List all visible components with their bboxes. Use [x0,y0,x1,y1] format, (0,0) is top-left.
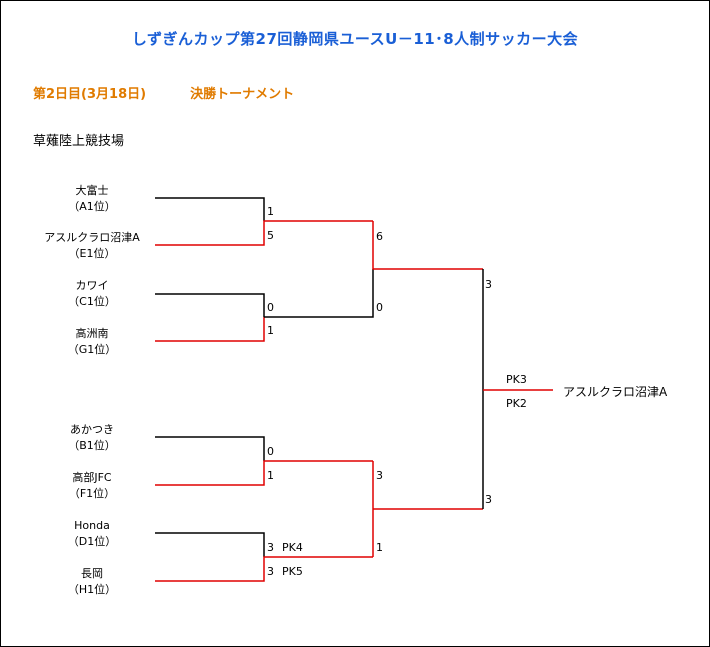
round-label: 決勝トーナメント [190,87,295,102]
team-name: 高洲南 [75,327,109,340]
score-takabe: 1 [267,469,274,482]
subtitle: 第2日目(3月18日) 決勝トーナメント [33,83,294,102]
score-nagaoka: 3 [267,565,274,578]
team-seed: （B1位） [68,439,116,452]
team-seed: （H1位） [67,583,117,596]
team-seed: （E1位） [68,247,116,260]
team-seed: （F1位） [68,487,116,500]
score-takasuminami: 1 [267,324,274,337]
team-takasuminami: 高洲南 （G1位） [27,326,157,358]
score-semi-numazu: 6 [376,230,383,243]
score-akatsuki: 0 [267,445,274,458]
team-seed: （D1位） [67,535,117,548]
line-takasuminami-r2 [264,269,374,318]
team-ofuji: 大富士 （A1位） [27,183,157,215]
team-numazu: アスルクラロ沼津A （E1位） [27,230,157,262]
score-kawai: 0 [267,301,274,314]
team-seed: （C1位） [68,295,116,308]
score-semi-nagaoka: 1 [376,541,383,554]
line-nagaoka-r1 [155,556,373,582]
pk-final-bottom: PK2 [506,397,527,410]
line-honda [155,532,265,557]
line-takasuminami-r1 [155,317,265,342]
score-semi-takabe: 3 [376,469,383,482]
team-name: Honda [74,519,110,532]
pk-final-top: PK3 [506,373,527,386]
team-honda: Honda （D1位） [27,518,157,550]
team-nagaoka: 長岡 （H1位） [27,566,157,598]
team-name: あかつき [70,423,114,436]
team-name: 長岡 [81,567,103,580]
score-numazu: 5 [267,229,274,242]
team-name: 高部JFC [72,471,112,484]
day-label: 第2日目(3月18日) [33,87,147,102]
pk-honda: PK4 [282,541,303,554]
line-numazu-r1 [155,220,373,246]
score-semi-takasuminami: 0 [376,301,383,314]
line-takabe-r1 [155,460,373,486]
line-kawai [155,293,265,317]
score-final-top: 3 [485,278,492,291]
score-final-bottom: 3 [485,493,492,506]
team-takabe: 高部JFC （F1位） [27,470,157,502]
team-akatsuki: あかつき （B1位） [27,422,157,454]
team-name: アスルクラロ沼津A [44,231,140,244]
team-kawai: カワイ （C1位） [27,278,157,310]
venue-label: 草薙陸上競技場 [33,134,125,149]
team-name: カワイ [75,279,109,292]
score-ofuji: 1 [267,205,274,218]
line-ofuji [155,197,265,221]
score-honda: 3 [267,541,274,554]
pk-nagaoka: PK5 [282,565,303,578]
team-name: 大富士 [75,184,109,197]
line-numazu-r2 [372,221,483,270]
page-title: しずぎんカップ第27回静岡県ユースU－11･8人制サッカー大会 [131,30,579,48]
team-seed: （A1位） [68,200,116,213]
team-seed: （G1位） [67,343,117,356]
champion-label: アスルクラロ沼津A [563,385,668,399]
line-akatsuki [155,436,265,461]
